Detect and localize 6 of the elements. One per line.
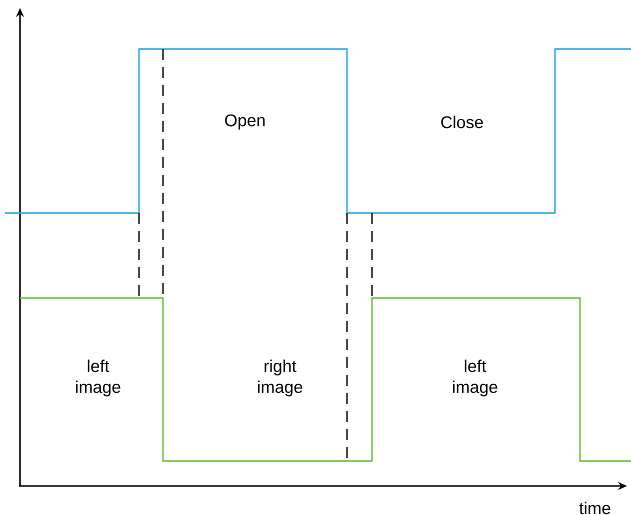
text-label: time: [579, 502, 610, 514]
text-label: left image: [76, 360, 120, 396]
text-label: right image: [258, 360, 302, 396]
text-label: left image: [453, 360, 498, 396]
text-label: Close: [441, 116, 483, 128]
text-label: Open: [225, 114, 265, 130]
